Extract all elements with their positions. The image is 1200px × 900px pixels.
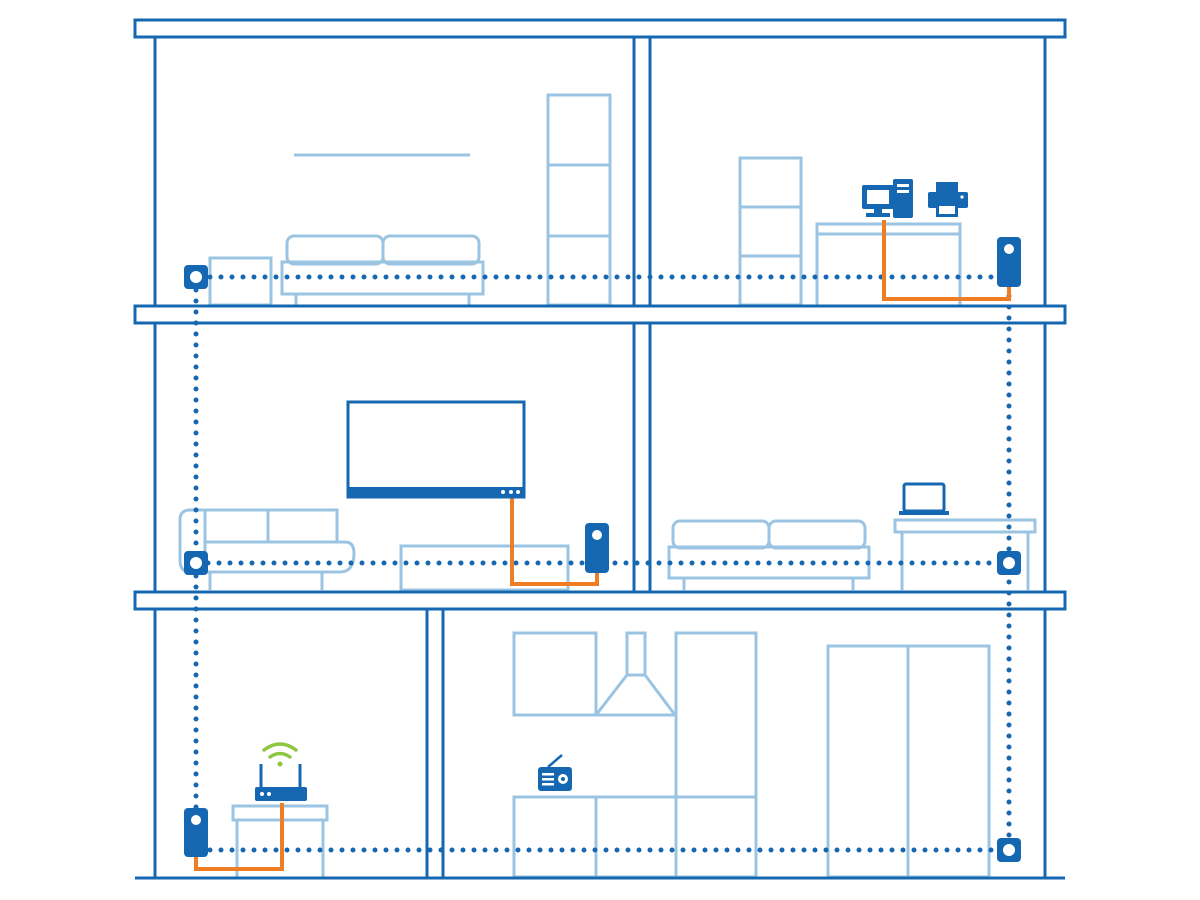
printer-icon — [928, 182, 968, 217]
router-icon — [255, 764, 307, 801]
range-hood — [592, 631, 678, 717]
sofa-middle-right — [667, 519, 871, 590]
interior-wall-middle — [632, 321, 652, 594]
kitchen-counter — [512, 795, 756, 879]
tv-cabinet — [399, 544, 570, 592]
fridge — [826, 644, 991, 879]
ceiling-slab-lower — [133, 590, 1067, 611]
powerline-adapter-middle-right — [997, 551, 1021, 575]
lan-cables — [194, 220, 1011, 871]
lan-cable-tv — [510, 498, 599, 586]
wall-cabinet — [512, 631, 598, 717]
desk-top-right — [815, 222, 962, 305]
house-structure — [133, 18, 1067, 880]
interior-wall-top — [632, 35, 652, 308]
armchair-sofa-middle — [178, 508, 356, 590]
powerline-adapter-ground-right — [997, 838, 1021, 862]
devices — [184, 179, 1021, 862]
ceiling-slab-upper — [133, 304, 1067, 325]
desktop-computer-icon — [862, 179, 913, 218]
sofa-top-floor — [280, 234, 485, 305]
tall-cupboard — [674, 631, 758, 879]
bookcase-top-left — [546, 93, 612, 307]
lan-cable-computer — [882, 220, 1011, 301]
roof-slab — [133, 18, 1067, 39]
powerline-adapter-middle-center — [585, 523, 609, 573]
bookcase-top-right — [738, 156, 803, 307]
wifi-icon — [262, 742, 298, 767]
interior-wall-ground — [425, 607, 445, 880]
lan-cable-router — [194, 803, 284, 871]
radio-icon — [538, 754, 572, 791]
powerline-adapter-top-left — [184, 265, 208, 289]
powerline-adapter-middle-left — [184, 551, 208, 575]
powerline-adapter-top-right — [997, 237, 1021, 287]
powerline-adapter-ground-left — [184, 808, 208, 857]
tv-icon — [346, 400, 526, 499]
laptop-icon — [899, 482, 949, 515]
side-table-top-left — [208, 256, 273, 307]
